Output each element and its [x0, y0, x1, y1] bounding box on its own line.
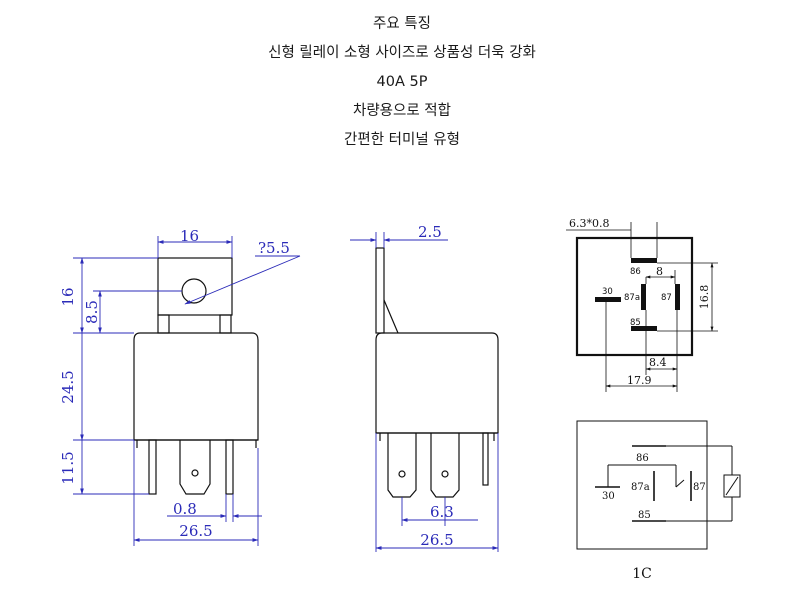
pinout-label-30: 30 — [602, 287, 613, 297]
front-pin-left — [148, 439, 157, 495]
side-dimensions — [350, 232, 499, 552]
pin-87a-blade — [641, 284, 646, 310]
dim-body-depth: 26.5 — [420, 531, 453, 549]
pin-30-blade — [595, 297, 621, 302]
dim-offset: 8.4 — [649, 356, 667, 369]
pinout-label-86: 86 — [630, 267, 641, 277]
side-pin-right — [430, 433, 460, 498]
pinout-view: 6.3*0.8 86 30 87a 87 85 8 16.8 8.4 17.9 — [566, 217, 718, 392]
features-block: 주요 특징 신형 릴레이 소형 사이즈로 상품성 더욱 강화 40A 5P 차량… — [0, 10, 804, 155]
front-dimension-labels: 16 ?5.5 16 8.5 24.5 11.5 0.8 26.5 — [59, 227, 290, 540]
dim-pin-thickness: 0.8 — [173, 500, 197, 518]
front-mounting-hole — [181, 278, 207, 304]
dim-body-width: 26.5 — [179, 522, 212, 540]
dim-pinout-height: 16.8 — [698, 285, 711, 310]
dim-body-height: 24.5 — [59, 370, 77, 403]
schematic-label-87: 87 — [693, 482, 706, 493]
pin-87-blade — [675, 284, 680, 310]
side-pin-left — [387, 433, 417, 498]
feature-line-3: 차량용으로 적합 — [353, 103, 451, 119]
side-pin-thin — [482, 432, 489, 486]
schematic-view: 86 30 87a 87 85 1C — [576, 420, 741, 582]
dim-hole-height: 8.5 — [83, 300, 101, 324]
feature-line-4: 간편한 터미널 유형 — [344, 132, 460, 148]
schematic-label-86: 86 — [636, 453, 649, 464]
dim-pin-length: 11.5 — [59, 451, 77, 484]
feature-line-2: 40A 5P — [376, 74, 428, 90]
side-relay-body — [375, 332, 499, 434]
dim-tab-height: 16 — [59, 287, 77, 306]
dim-hole-dia: ?5.5 — [258, 239, 290, 257]
dim-tab-thickness: 2.5 — [418, 223, 442, 241]
front-pin-right — [225, 439, 234, 495]
dim-pinout-width: 17.9 — [627, 374, 652, 387]
schematic-label-87a: 87a — [631, 482, 650, 493]
pinout-label-85: 85 — [630, 318, 641, 328]
front-relay-body — [133, 332, 259, 441]
front-pin-wide — [179, 440, 211, 495]
pin-85-blade — [631, 326, 657, 331]
pinout-label-87a: 87a — [624, 293, 640, 303]
side-view — [375, 247, 499, 498]
dim-pitch-small: 8 — [656, 265, 663, 278]
pin-86-blade — [631, 258, 657, 263]
pinout-label-87: 87 — [661, 293, 672, 303]
feature-line-1: 신형 릴레이 소형 사이즈로 상품성 더욱 강화 — [268, 45, 536, 61]
pinout-outline — [575, 236, 694, 357]
front-mounting-tab — [157, 257, 233, 316]
dim-pin-pitch: 6.3 — [430, 503, 454, 521]
schematic-caption: 1C — [632, 566, 652, 582]
front-dimensions — [73, 236, 301, 546]
schematic-outline — [576, 420, 708, 550]
front-view — [133, 257, 259, 495]
schematic-label-30: 30 — [602, 491, 615, 502]
dim-tab-width: 16 — [180, 227, 199, 245]
schematic-label-85: 85 — [638, 510, 651, 521]
side-mounting-tab — [375, 247, 385, 334]
dim-pin-size: 6.3*0.8 — [569, 217, 610, 230]
side-dimension-labels: 2.5 6.3 26.5 — [418, 223, 454, 549]
features-title: 주요 특징 — [373, 16, 431, 32]
